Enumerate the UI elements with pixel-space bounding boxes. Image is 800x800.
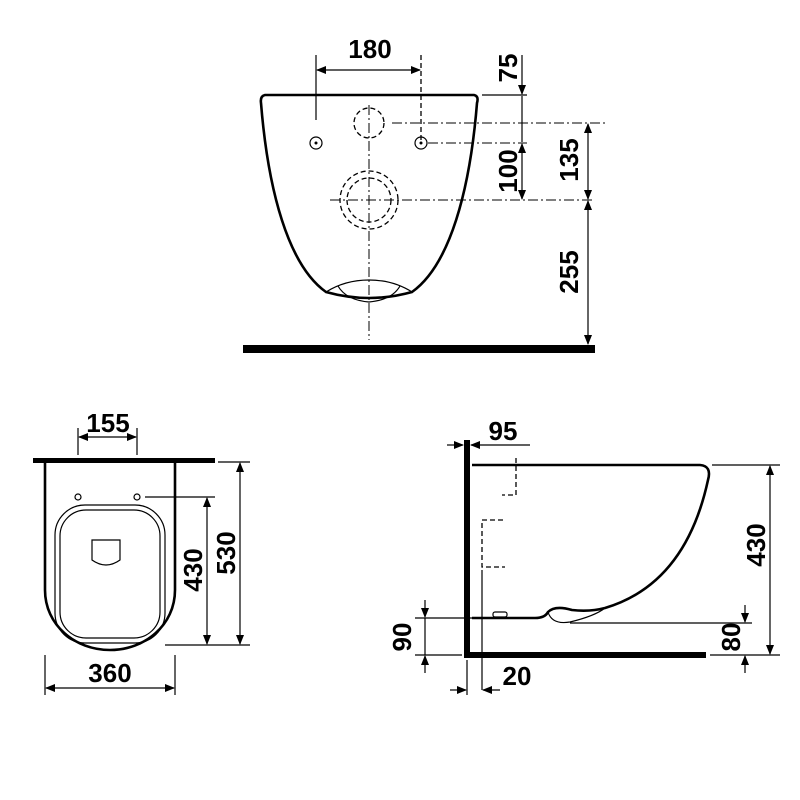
dim-95: 95 [489, 416, 518, 446]
dim-155: 155 [86, 408, 129, 438]
dim-90: 90 [387, 623, 417, 652]
floor-line [243, 345, 595, 353]
lid-hinge [91, 539, 121, 566]
dim-360: 360 [88, 658, 131, 688]
dim-180: 180 [348, 34, 391, 64]
top-view: 155 360 430 530 [33, 408, 250, 695]
side-view: 95 430 90 80 20 [387, 416, 780, 695]
hole-right [133, 493, 141, 501]
bowl-side-outline [472, 463, 711, 620]
dim-100: 100 [493, 149, 523, 192]
bowl-front-outline [259, 93, 479, 300]
dim-80: 80 [716, 623, 746, 652]
water-inlet [353, 107, 385, 139]
dim-430-side: 430 [741, 523, 771, 566]
front-view: 180 75 100 135 255 [243, 34, 605, 353]
wall [464, 440, 470, 658]
mounting-hole-left [309, 136, 323, 150]
dim-20: 20 [503, 661, 532, 691]
dim-135: 135 [554, 138, 584, 181]
dim-430-top: 430 [178, 548, 208, 591]
inlet-connector [492, 611, 508, 618]
hole-left [74, 493, 82, 501]
dim-255: 255 [554, 250, 584, 293]
dim-530: 530 [211, 531, 241, 574]
floor [464, 652, 706, 658]
dim-75: 75 [493, 54, 523, 83]
bowl-top-outline [43, 463, 177, 652]
seat-outline [54, 504, 166, 644]
wall-line [33, 458, 215, 463]
